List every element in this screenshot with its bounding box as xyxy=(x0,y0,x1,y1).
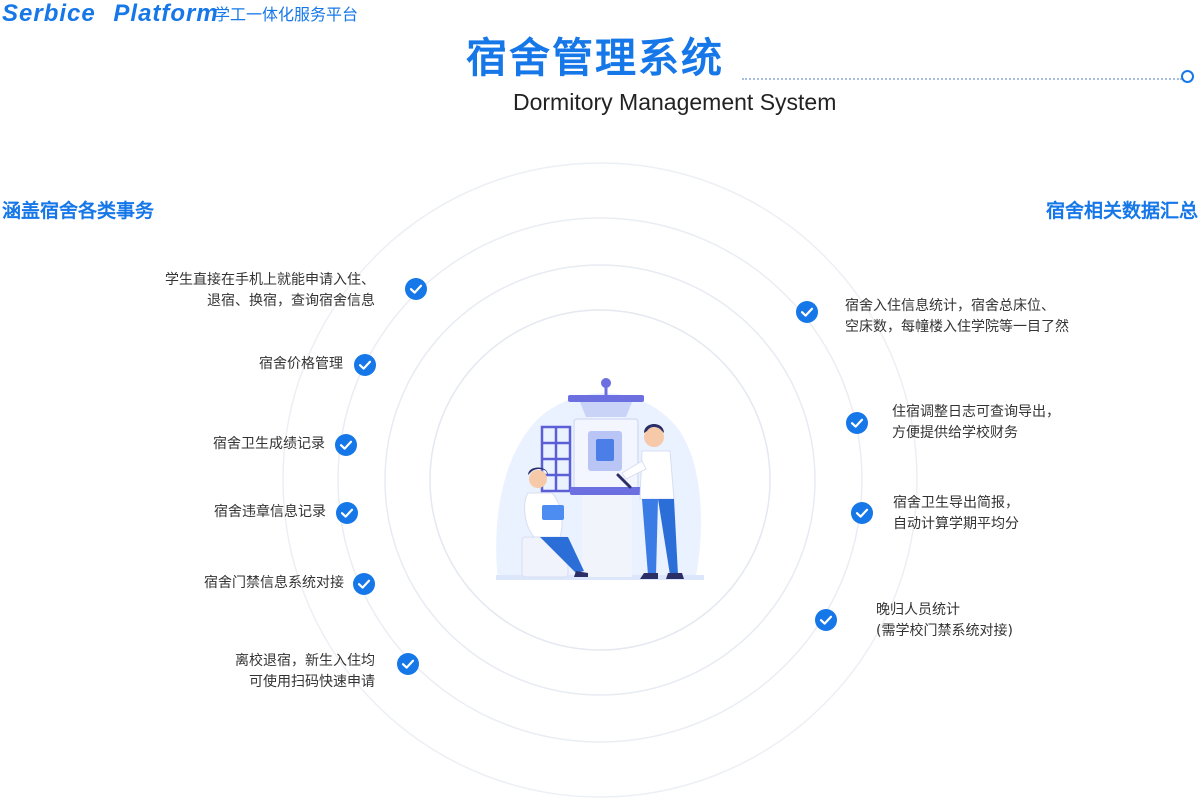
check-circle-icon xyxy=(846,412,868,434)
check-circle-icon xyxy=(354,354,376,376)
item-text-line: (需学校门禁系统对接) xyxy=(876,623,1013,639)
item-text-line: 方便提供给学校财务 xyxy=(892,425,1018,441)
item-text-line: 自动计算学期平均分 xyxy=(893,516,1019,532)
seated-person xyxy=(521,467,588,578)
check-circle-icon xyxy=(397,653,419,675)
right-section-title: 宿舍相关数据汇总 xyxy=(1045,200,1198,222)
item-text-line: 宿舍价格管理 xyxy=(259,356,343,372)
right-item-2: 住宿调整日志可查询导出， 方便提供给学校财务 xyxy=(892,402,1060,444)
brand-logo-text: Serbice Platform xyxy=(2,0,219,27)
item-text-line: 退宿、换宿，查询宿舍信息 xyxy=(207,293,375,309)
item-text-line: 空床数，每幢楼入住学院等一目了然 xyxy=(845,319,1069,335)
check-circle-icon xyxy=(353,573,375,595)
item-text-line: 住宿调整日志可查询导出， xyxy=(892,404,1060,420)
item-text-line: 宿舍门禁信息系统对接 xyxy=(204,575,344,591)
left-item-2: 宿舍价格管理 xyxy=(259,354,343,375)
right-item-3: 宿舍卫生导出简报， 自动计算学期平均分 xyxy=(893,493,1019,535)
check-circle-icon xyxy=(851,502,873,524)
ring-middle-outer xyxy=(337,217,863,743)
check-circle-icon xyxy=(815,609,837,631)
page-subtitle-en: Dormitory Management System xyxy=(513,89,837,115)
left-item-4: 宿舍违章信息记录 xyxy=(214,502,326,523)
left-item-1: 学生直接在手机上就能申请入住、 退宿、换宿，查询宿舍信息 xyxy=(165,270,375,312)
left-item-6: 离校退宿，新生入住均 可使用扫码快速申请 xyxy=(235,651,375,693)
check-circle-icon xyxy=(405,278,427,300)
item-text-line: 宿舍违章信息记录 xyxy=(214,504,326,520)
item-text-line: 离校退宿，新生入住均 xyxy=(235,653,375,669)
left-item-5: 宿舍门禁信息系统对接 xyxy=(204,573,344,594)
machine xyxy=(568,378,644,577)
window-grid xyxy=(540,425,572,493)
ring-inner xyxy=(429,309,771,651)
brand-subtitle: 学工一体化服务平台 xyxy=(214,5,359,24)
item-text-line: 学生直接在手机上就能申请入住、 xyxy=(165,272,375,288)
title-line-end-dot xyxy=(1181,70,1194,83)
item-text-line: 宿舍入住信息统计，宿舍总床位、 xyxy=(845,298,1055,314)
left-section-title: 涵盖宿舍各类事务 xyxy=(2,200,155,222)
right-item-1: 宿舍入住信息统计，宿舍总床位、 空床数，每幢楼入住学院等一目了然 xyxy=(845,296,1069,338)
ring-middle xyxy=(384,264,816,696)
page-title: 宿舍管理系统 xyxy=(466,34,724,82)
standing-person xyxy=(616,424,684,579)
people-with-machine-illustration xyxy=(496,378,704,580)
check-circle-icon xyxy=(336,502,358,524)
left-item-3: 宿舍卫生成绩记录 xyxy=(213,434,325,455)
item-text-line: 宿舍卫生成绩记录 xyxy=(213,436,325,452)
item-text-line: 可使用扫码快速申请 xyxy=(249,674,375,690)
check-circle-icon xyxy=(796,301,818,323)
item-text-line: 晚归人员统计 xyxy=(876,602,960,618)
ring-outer xyxy=(282,162,918,798)
title-dotted-line xyxy=(742,78,1182,80)
check-circle-icon xyxy=(335,434,357,456)
right-item-4: 晚归人员统计 (需学校门禁系统对接) xyxy=(876,600,1013,642)
item-text-line: 宿舍卫生导出简报， xyxy=(893,495,1019,511)
